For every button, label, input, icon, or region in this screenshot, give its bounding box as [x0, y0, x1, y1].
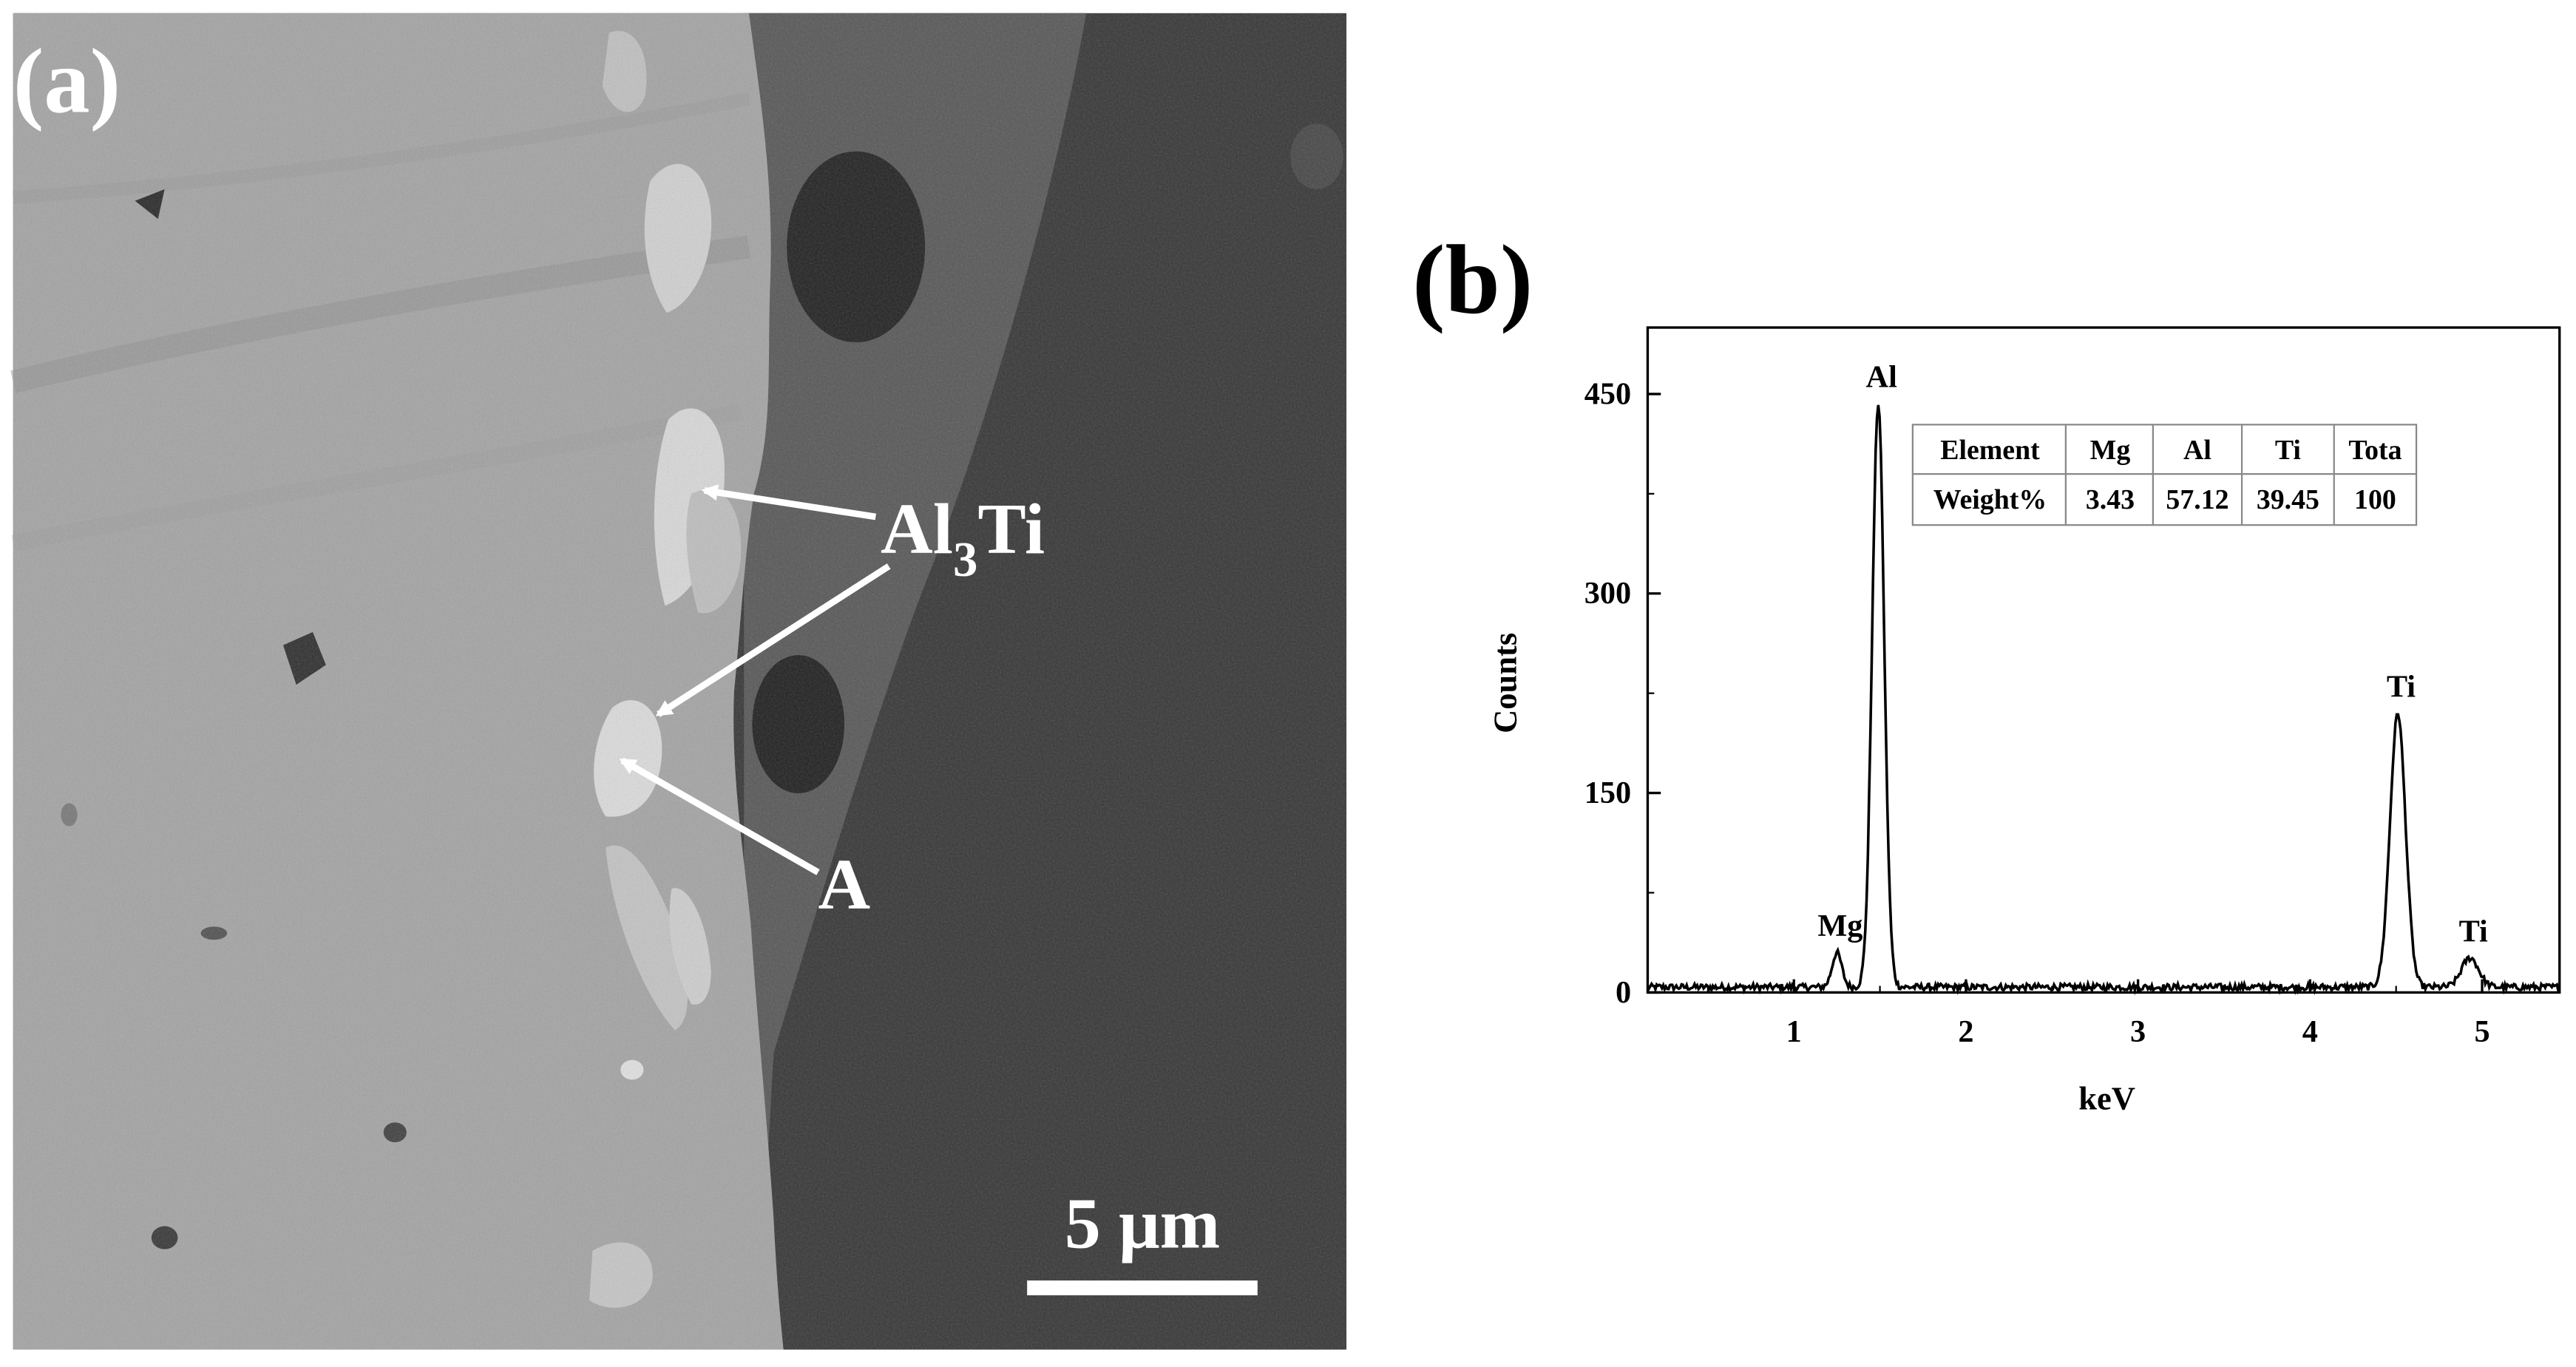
table-cell: 100	[2354, 484, 2396, 515]
peak-label: Ti	[2387, 669, 2416, 704]
y-axis-ticks: 0 150 300 450	[1584, 376, 1661, 1010]
composition-table: Element Mg Al Ti Tota Weight% 3.43 57.12…	[1911, 424, 2418, 526]
table-header-cell: Ti	[2275, 435, 2301, 466]
peak-label: Ti	[2459, 914, 2488, 949]
x-tick-label: 3	[2130, 1014, 2146, 1049]
peak-label: Mg	[1817, 909, 1862, 943]
table-cell: 39.45	[2257, 484, 2319, 515]
y-tick-label: 0	[1616, 975, 1631, 1010]
x-tick-label: 4	[2302, 1014, 2318, 1049]
table-cell: Weight%	[1933, 484, 2047, 515]
sem-noise	[13, 13, 1347, 1350]
panel-a-label: (a)	[13, 30, 121, 132]
table-cell: 57.12	[2166, 484, 2228, 515]
arrow-al3ti-lower	[655, 563, 891, 717]
point-a-label: A	[818, 845, 870, 925]
x-axis-label: keV	[2078, 1079, 2135, 1116]
peak-label: Al	[1866, 359, 1898, 394]
x-axis-ticks: 1 2 3 4 5	[1706, 979, 2490, 1049]
arrow-point-a	[619, 757, 820, 875]
x-tick-label: 2	[1958, 1014, 1973, 1049]
y-tick-label: 300	[1584, 576, 1631, 611]
scale-bar	[1027, 1280, 1258, 1296]
scale-bar-label: 5 μm	[1065, 1184, 1221, 1263]
table-header-cell: Tota	[2348, 435, 2402, 466]
table-header-cell: Al	[2183, 435, 2211, 466]
arrow-al3ti-upper	[701, 484, 877, 520]
y-tick-label: 150	[1584, 776, 1631, 810]
spectrum-series-line	[1646, 404, 2560, 996]
plot-frame	[1646, 326, 2561, 994]
table-cell: 3.43	[2086, 484, 2135, 515]
sem-micrograph: (a) Al3Ti A 5 μm	[10, 13, 1347, 1350]
y-axis-label: Counts	[1486, 633, 1523, 733]
x-tick-label: 5	[2474, 1014, 2489, 1049]
table-header-cell: Mg	[2090, 435, 2131, 466]
x-tick-label: 1	[1786, 1014, 1802, 1049]
table-header-cell: Element	[1940, 435, 2040, 466]
y-tick-label: 450	[1584, 376, 1631, 411]
al3ti-label: Al3Ti	[881, 489, 1045, 587]
panel-b-label: (b)	[1412, 225, 1533, 334]
